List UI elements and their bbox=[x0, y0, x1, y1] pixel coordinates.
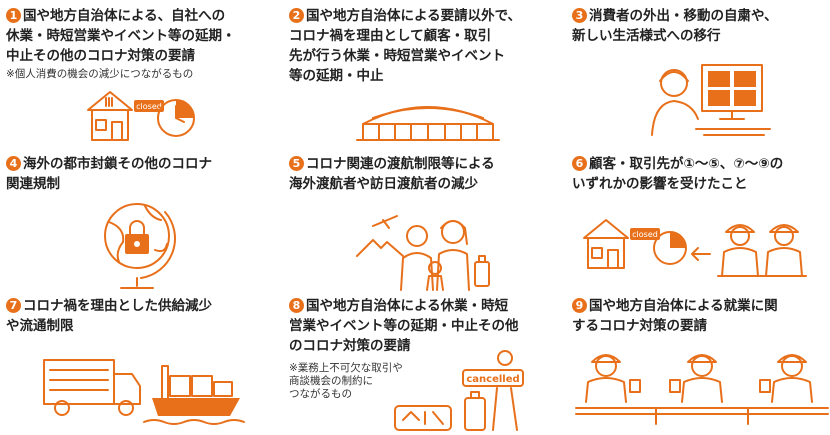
cell-8-note: ※業務上不可欠な取引や 商談機会の制約に つながるもの bbox=[289, 362, 403, 401]
cancelled-travel-illustration: cancelled bbox=[394, 350, 524, 431]
shop-closed-illustration: closed bbox=[87, 91, 195, 141]
cell-1-line-2: 休業・時短営業やイベント等の延期・ bbox=[6, 28, 236, 44]
workers-illustration bbox=[575, 354, 829, 425]
cell-6-line-2: いずれかの影響を受けたこと bbox=[572, 176, 748, 192]
person-icon bbox=[660, 69, 688, 97]
cell-8-note-line-1: ※業務上不可欠な取引や bbox=[289, 362, 403, 374]
globe-lock-illustration bbox=[104, 203, 176, 289]
cell-8-line-1: 国や地方自治体による休業・時短 bbox=[306, 298, 509, 314]
cell-6-line-1: 顧客・取引先が①～⑤、⑦～⑨の bbox=[589, 156, 784, 172]
closed-sign-text: closed bbox=[632, 230, 658, 239]
goods-bubble-icon bbox=[394, 405, 452, 431]
stadium-illustration bbox=[356, 106, 500, 141]
cell-2-line-3: 先が行う休業・時短営業やイベント bbox=[289, 48, 505, 64]
closed-shop-customers-illustration: closed bbox=[583, 219, 807, 277]
truck-ship-illustration bbox=[43, 359, 245, 425]
cell-1-line-1: 国や地方自治体による、自社への bbox=[23, 8, 226, 24]
cell-2-line-1: 国や地方自治体による要請以外で、 bbox=[306, 8, 522, 24]
cell-8-number-badge: 8 bbox=[289, 298, 304, 313]
cell-7-number-badge: 7 bbox=[6, 298, 21, 313]
cancelled-sign-icon bbox=[462, 369, 524, 387]
cell-3-line-1: 消費者の外出・移動の自粛や、 bbox=[589, 8, 778, 24]
worker-3-icon bbox=[759, 354, 813, 403]
cell-8-note-line-3: つながるもの bbox=[289, 388, 352, 400]
remote-work-illustration bbox=[651, 64, 771, 136]
cell-7-line-2: や流通制限 bbox=[6, 318, 74, 334]
worker-2-icon bbox=[669, 354, 723, 403]
cell-8-line-2: 営業やイベント等の延期・中止その他 bbox=[289, 318, 519, 334]
worker-1-icon bbox=[585, 354, 641, 403]
cell-2-line-2: コロナ禍を理由として顧客・取引 bbox=[289, 28, 492, 44]
truck-icon bbox=[43, 359, 115, 405]
cell-5-line-1: コロナ関連の渡航制限等による bbox=[306, 156, 495, 172]
cell-6-number-badge: 6 bbox=[572, 156, 587, 171]
cell-1-note: ※個人消費の機会の減少につながるもの bbox=[6, 68, 194, 80]
cell-4-line-2: 関連規制 bbox=[6, 176, 60, 192]
closed-sign-icon bbox=[630, 228, 660, 240]
cell-9-line-1: 国や地方自治体による就業に関 bbox=[589, 298, 778, 314]
airplane-icon bbox=[372, 215, 398, 229]
closed-sign-text: closed bbox=[136, 102, 162, 111]
cell-9-number-badge: 9 bbox=[572, 298, 587, 313]
arrow-left-icon bbox=[691, 247, 711, 261]
mountain-icon bbox=[356, 239, 404, 257]
cell-2-line-4: 等の延期・中止 bbox=[289, 68, 384, 84]
cell-5-number-badge: 5 bbox=[289, 156, 304, 171]
cell-4-number-badge: 4 bbox=[6, 156, 21, 171]
cell-2-number-badge: 2 bbox=[289, 8, 304, 23]
travelers-illustration bbox=[356, 215, 490, 291]
globe-icon bbox=[104, 203, 170, 269]
cell-4-line-1: 海外の都市封鎖その他のコロナ bbox=[23, 156, 212, 172]
cancelled-sign-text: cancelled bbox=[466, 374, 519, 385]
cell-7-line-1: コロナ禍を理由とした供給減少 bbox=[23, 298, 212, 314]
cell-5-line-2: 海外渡航者や訪日渡航者の減少 bbox=[289, 176, 478, 192]
cell-8-note-line-2: 商談機会の制約に bbox=[289, 375, 373, 387]
cell-8-line-3: のコロナ対策の要請 bbox=[289, 338, 411, 354]
cell-9-line-2: するコロナ対策の要請 bbox=[572, 318, 707, 334]
closed-sign-icon bbox=[134, 100, 164, 112]
suitcase-icon bbox=[474, 261, 490, 287]
cell-3-number-badge: 3 bbox=[572, 8, 587, 23]
cell-1-number-badge: 1 bbox=[6, 8, 21, 23]
cell-1-line-3: 中止その他のコロナ対策の要請 bbox=[6, 48, 195, 64]
ship-icon bbox=[152, 398, 240, 416]
suitcase-icon bbox=[464, 397, 486, 431]
cell-3-line-2: 新しい生活様式への移行 bbox=[572, 28, 721, 44]
